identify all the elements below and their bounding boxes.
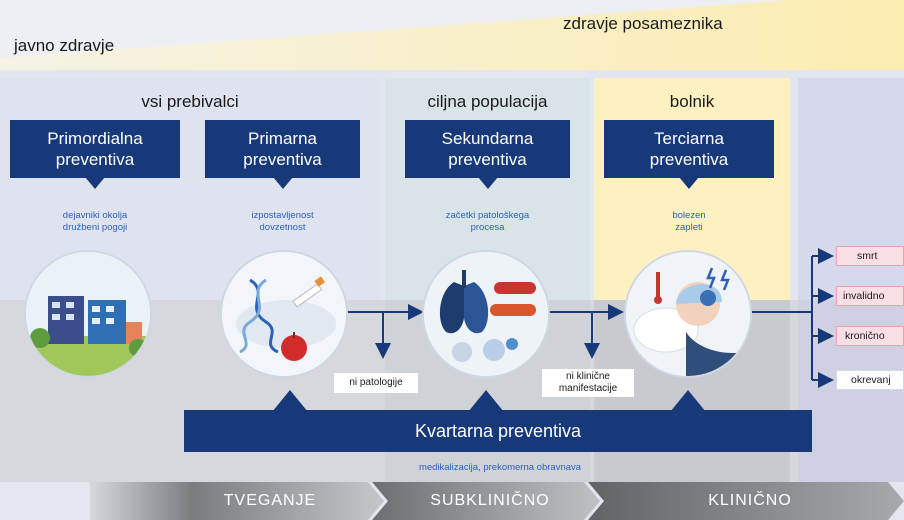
illustration-city (26, 252, 150, 376)
no-clinical-line2: manifestacije (558, 383, 618, 394)
desc-primordial-line1: dejavniki okolja (62, 210, 128, 221)
desc-tertiary-line1: bolezen (672, 210, 706, 221)
illustration-disease (626, 252, 750, 376)
stage-arrow-risk (90, 482, 384, 520)
box-primary-prevention: Primarna preventiva (205, 120, 360, 189)
pointer-tertiary (670, 390, 706, 412)
stage-label-clinical: KLINIČNO (708, 492, 792, 509)
label-no-clinical: ni klinične manifestacije (542, 369, 634, 397)
primary-title-line2: preventiva (243, 150, 322, 169)
secondary-title-line1: Sekundarna (441, 129, 534, 148)
stage-label-risk: TVEGANJE (223, 492, 317, 509)
individual-health-label: zdravje posameznika (563, 14, 723, 33)
header-patient: bolnik (669, 92, 715, 111)
health-scope-wedge (0, 0, 904, 70)
lungs-artery-icon (424, 252, 548, 376)
desc-tertiary-line2: zapleti (675, 222, 703, 233)
desc-secondary: začetki patološkega procesa (405, 210, 570, 234)
public-health-label: javno zdravje (14, 36, 115, 55)
outcome-chronic: kronično (836, 326, 904, 346)
no-clinical-line1: ni klinične (566, 371, 610, 382)
stage-arrow-clinical (588, 482, 904, 520)
pointer-secondary (468, 390, 504, 412)
illustration-pathology (424, 252, 548, 376)
outcome-death: smrt (836, 246, 904, 266)
box-secondary-prevention: Sekundarna preventiva (405, 120, 570, 189)
header-target-population: ciljna populacija (427, 92, 548, 111)
desc-primary: izpostavljenost dovzetnost (205, 210, 360, 234)
desc-primordial: dejavniki okolja družbeni pogoji (10, 210, 180, 234)
box-tertiary-prevention: Terciarna preventiva (604, 120, 774, 189)
desc-primary-line1: izpostavljenost (251, 210, 314, 221)
desc-tertiary: bolezen zapleti (604, 210, 774, 234)
label-no-pathology: ni patologije (334, 373, 418, 393)
box-pointer (679, 177, 699, 189)
stage-arrow-subclinical (372, 482, 600, 520)
box-primordial-prevention: Primordialna preventiva (10, 120, 180, 189)
primordial-title-line2: preventiva (55, 150, 135, 169)
box-pointer (477, 177, 498, 189)
desc-primordial-line2: družbeni pogoji (62, 222, 128, 233)
secondary-title-line2: preventiva (448, 150, 527, 169)
stage-arrows (90, 482, 904, 520)
quaternary-title: Kvartarna preventiva (414, 421, 582, 441)
box-pointer (272, 177, 293, 189)
patient-headache-icon (626, 252, 750, 376)
quaternary-desc: medikalizacija, prekomerna obravnava (418, 462, 582, 473)
illustration-exposure (222, 252, 346, 376)
outcome-disability: invalidno (836, 286, 904, 306)
stage-label-subclinical: SUBKLINIČNO (430, 492, 550, 509)
dna-apple-cigarette-icon (222, 252, 346, 376)
box-quaternary-prevention (184, 410, 812, 452)
primordial-title-line1: Primordialna (47, 129, 143, 148)
health-scope-band (0, 0, 904, 70)
desc-secondary-line2: procesa (470, 222, 505, 233)
header-all-residents: vsi prebivalci (141, 92, 239, 111)
tertiary-title-line2: preventiva (649, 150, 729, 169)
box-pointer (85, 177, 105, 189)
desc-secondary-line1: začetki patološkega (445, 210, 530, 221)
pointer-primary (272, 390, 308, 412)
primary-title-line1: Primarna (248, 129, 317, 148)
desc-primary-line2: dovzetnost (259, 222, 306, 233)
tertiary-title-line1: Terciarna (654, 129, 724, 148)
